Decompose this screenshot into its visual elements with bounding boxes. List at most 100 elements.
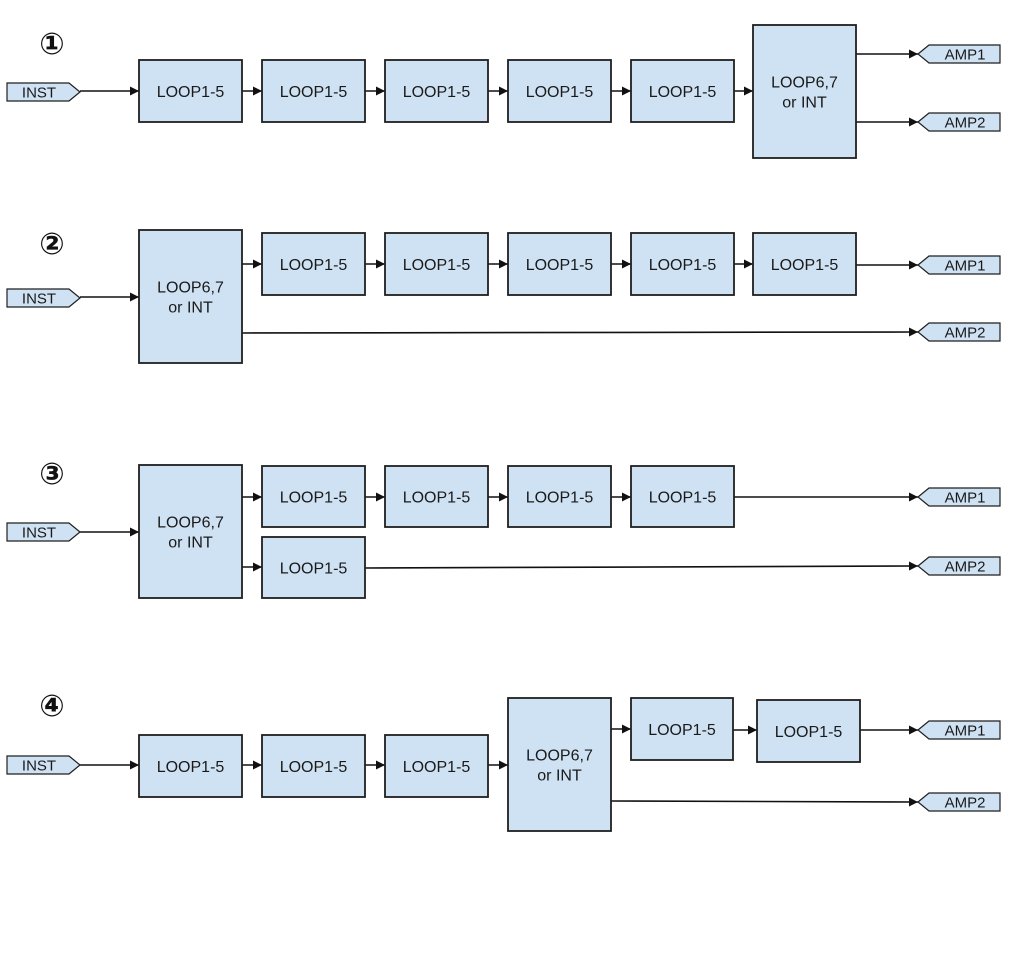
loop-block-label: LOOP1-5 [403, 490, 471, 507]
loop-block-rect [138, 229, 243, 364]
loop-block-loop1-5: LOOP1-5 [261, 465, 366, 528]
input-tag-shape [6, 522, 81, 542]
output-tag-amp1: AMP1 [917, 487, 1001, 507]
output-tag-amp2: AMP2 [917, 792, 1001, 812]
loop-block-label: LOOP6,7 [157, 515, 224, 532]
output-tag-shape [917, 255, 1001, 275]
loop-block-loop67-or-int: LOOP6,7 or INT [138, 229, 243, 364]
loop-block-label: LOOP6,7 [771, 75, 838, 92]
loop-block-loop1-5: LOOP1-5 [630, 59, 735, 123]
loop-block-rect [261, 734, 366, 798]
loop-block-loop67-or-int: LOOP6,7 or INT [752, 24, 857, 159]
loop-block-loop67-or-int: LOOP6,7 or INT [138, 464, 243, 599]
loop-block-label: LOOP1-5 [280, 257, 348, 274]
loop-block-label: LOOP1-5 [526, 257, 594, 274]
loop-block-loop1-5: LOOP1-5 [261, 536, 366, 599]
input-tag-inst: INST [6, 288, 81, 308]
loop-block-rect [261, 232, 366, 296]
input-tag-label: INST [22, 525, 56, 542]
loop-block-rect [752, 232, 857, 296]
loop-block-rect [507, 59, 612, 123]
loop-block-loop1-5: LOOP1-5 [630, 697, 734, 761]
loop-block-loop1-5: LOOP1-5 [138, 59, 243, 123]
loop-block-label: or INT [168, 535, 213, 552]
loop-block-label: or INT [782, 95, 827, 112]
loop-block-rect [507, 465, 612, 528]
loop-block-rect [756, 699, 861, 763]
routing-diagram-2: ② INST LOOP6,7 or INT LOOP1-5 LOOP1-5 LOOP1-5 L… [6, 227, 1001, 364]
loop-block-loop1-5: LOOP1-5 [507, 232, 612, 296]
output-tag-label: AMP2 [945, 795, 986, 812]
loop-block-loop1-5: LOOP1-5 [384, 734, 489, 798]
diagram-number: ④ [39, 689, 64, 724]
output-tag-shape [917, 112, 1001, 132]
loop-block-rect [384, 232, 489, 296]
loop-block-loop1-5: LOOP1-5 [756, 699, 861, 763]
loop-block-label: LOOP1-5 [280, 490, 348, 507]
signal-wire-f-to-amp2 [241, 327, 919, 337]
diagram-number: ② [39, 227, 64, 262]
loop-block-label: LOOP1-5 [157, 759, 225, 776]
output-tag-amp1: AMP1 [917, 44, 1001, 64]
input-tag-inst: INST [6, 522, 81, 542]
loop-block-loop1-5: LOOP1-5 [138, 734, 243, 798]
input-tag-label: INST [22, 291, 56, 308]
output-tag-shape [917, 556, 1001, 576]
output-tag-label: AMP1 [945, 258, 986, 275]
loop-block-label: LOOP1-5 [526, 490, 594, 507]
loop-block-label: LOOP6,7 [157, 280, 224, 297]
output-tag-shape [917, 44, 1001, 64]
loop-block-label: or INT [168, 300, 213, 317]
output-tag-amp1: AMP1 [917, 720, 1001, 740]
loop-block-label: LOOP1-5 [775, 724, 843, 741]
loop-block-label: LOOP1-5 [280, 759, 348, 776]
loop-block-rect [138, 59, 243, 123]
output-tag-amp2: AMP2 [917, 556, 1001, 576]
input-tag-inst: INST [6, 755, 81, 775]
loop-block-rect [261, 536, 366, 599]
output-tag-label: AMP2 [945, 115, 986, 132]
loop-block-label: LOOP1-5 [403, 84, 471, 101]
input-tag-label: INST [22, 85, 56, 102]
loop-block-label: LOOP1-5 [648, 722, 716, 739]
loop-block-loop1-5: LOOP1-5 [507, 465, 612, 528]
loop-block-rect [138, 734, 243, 798]
output-tag-label: AMP2 [945, 559, 986, 576]
loop-block-loop67-or-int: LOOP6,7 or INT [507, 697, 612, 832]
loop-block-loop1-5: LOOP1-5 [384, 59, 489, 123]
diagram-number: ③ [39, 457, 64, 492]
output-tag-amp2: AMP2 [917, 322, 1001, 342]
input-tag-shape [6, 755, 81, 775]
loop-block-label: LOOP1-5 [526, 84, 594, 101]
loop-block-label: LOOP1-5 [403, 759, 471, 776]
loop-block-label: LOOP1-5 [649, 257, 717, 274]
loop-block-rect [384, 734, 489, 798]
loop-block-rect [630, 697, 734, 761]
loop-block-rect [507, 697, 612, 832]
loop-block-label: or INT [537, 768, 582, 785]
input-tag-label: INST [22, 758, 56, 775]
output-tag-shape [917, 322, 1001, 342]
loop-block-loop1-5: LOOP1-5 [261, 232, 366, 296]
loop-block-loop1-5: LOOP1-5 [261, 734, 366, 798]
loop-block-rect [384, 465, 489, 528]
loop-block-rect [384, 59, 489, 123]
output-tag-label: AMP1 [945, 490, 986, 507]
signal-wire-f-to-amp2 [610, 797, 919, 807]
input-tag-shape [6, 288, 81, 308]
loop-block-label: LOOP1-5 [649, 490, 717, 507]
loop-block-rect [630, 232, 735, 296]
input-tag-shape [6, 82, 81, 102]
loop-block-label: LOOP1-5 [771, 257, 839, 274]
loop-block-label: LOOP6,7 [526, 748, 593, 765]
loop-block-loop1-5: LOOP1-5 [507, 59, 612, 123]
loop-block-loop1-5: LOOP1-5 [752, 232, 857, 296]
loop-block-rect [630, 59, 735, 123]
loop-block-rect [261, 59, 366, 123]
output-tag-amp1: AMP1 [917, 255, 1001, 275]
loop-block-rect [261, 465, 366, 528]
loop-block-rect [630, 465, 735, 528]
